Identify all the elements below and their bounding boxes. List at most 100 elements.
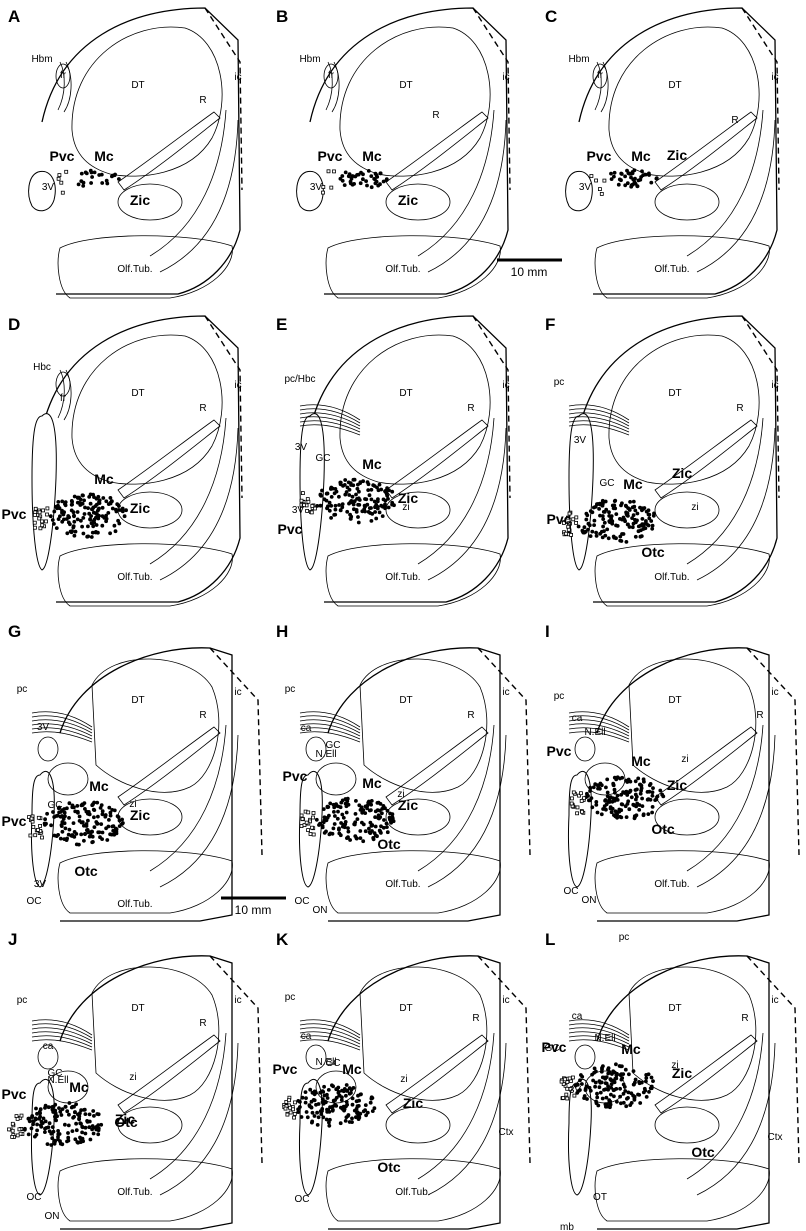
labelled-cell-dot [626, 523, 630, 527]
label-fr: fr [60, 393, 67, 404]
labelled-cell-dot [613, 499, 617, 503]
labelled-cell-dot [629, 780, 633, 784]
labelled-cell-dot [365, 503, 369, 507]
labelled-cell-dot [367, 169, 371, 173]
pvc-cell-marker [322, 186, 325, 189]
ca-region [38, 737, 58, 761]
labelled-cell-dot [635, 184, 639, 188]
labelled-cell-dot [85, 810, 89, 814]
labelled-cell-dot [371, 836, 375, 840]
label-pvc: Pvc [547, 743, 572, 759]
labelled-cell-dot [348, 513, 352, 517]
pvc-cell-marker [301, 818, 304, 821]
labelled-cell-dot [636, 512, 640, 516]
labelled-cell-dot [620, 776, 624, 780]
pvc-cell-marker [289, 1106, 292, 1109]
labelled-cell-dot [349, 481, 353, 485]
label-mc: Mc [69, 1079, 89, 1095]
labelled-cell-dot [86, 819, 90, 823]
labelled-cell-dot [379, 171, 383, 175]
pvc-cell-marker [294, 1101, 297, 1104]
zic-region [655, 1107, 719, 1143]
labelled-cell-dot [333, 822, 337, 826]
labelled-cell-dot [640, 169, 644, 173]
labelled-cell-dot [625, 1097, 629, 1101]
labelled-cell-dot [352, 182, 356, 186]
labelled-cell-dot [614, 1062, 618, 1066]
labelled-cell-dot [332, 827, 336, 831]
labelled-cell-dot [344, 802, 348, 806]
label-ca: ca [301, 723, 312, 734]
labelled-cell-dot [340, 813, 344, 817]
labelled-cell-dot [369, 821, 373, 825]
label-gc: GC [316, 453, 331, 464]
labelled-cell-dot [59, 815, 63, 819]
labelled-cell-dot [322, 1085, 326, 1089]
pvc-cell-marker [60, 181, 63, 184]
labelled-cell-dot [605, 528, 609, 532]
labelled-cell-dot [320, 489, 324, 493]
labelled-cell-dot [109, 814, 113, 818]
label-mc: Mc [362, 775, 382, 791]
label-top: pc [619, 932, 630, 943]
pvc-cell-marker [330, 186, 333, 189]
labelled-cell-dot [368, 506, 372, 510]
label-dt: DT [399, 695, 412, 706]
label-nell: N.Ell [315, 1057, 336, 1068]
label-v3b: 3V [34, 879, 47, 890]
labelled-cell-dot [357, 803, 361, 807]
pvc-cell-marker [293, 1116, 296, 1119]
labelled-cell-dot [51, 1110, 55, 1114]
labelled-cell-dot [588, 798, 592, 802]
labelled-cell-dot [114, 529, 118, 533]
pvc-cell-marker [565, 1093, 568, 1096]
labelled-cell-dot [649, 798, 653, 802]
labelled-cell-dot [651, 524, 655, 528]
labelled-cell-dot [389, 821, 393, 825]
ic-streak [418, 725, 494, 871]
labelled-cell-dot [39, 1107, 43, 1111]
labelled-cell-dot [629, 789, 633, 793]
cut-edge [205, 316, 242, 498]
labelled-cell-dot [592, 785, 596, 789]
labelled-cell-dot [643, 1087, 647, 1091]
labelled-cell-dot [333, 814, 337, 818]
labelled-cell-dot [73, 810, 77, 814]
labelled-cell-dot [124, 508, 128, 512]
labelled-cell-dot [650, 1085, 654, 1089]
labelled-cell-dot [374, 810, 378, 814]
labelled-cell-dot [79, 833, 83, 837]
ca-region [575, 1045, 595, 1069]
labelled-cell-dot [325, 492, 329, 496]
labelled-cell-dot [351, 495, 355, 499]
labelled-cell-dot [308, 1104, 312, 1108]
labelled-cell-dot [108, 531, 112, 535]
scale-bar-label: 10 mm [235, 903, 272, 917]
labelled-cell-dot [73, 830, 77, 834]
pvc-cell-marker [312, 833, 315, 836]
pvc-cell-marker [32, 825, 35, 828]
labelled-cell-dot [593, 519, 597, 523]
labelled-cell-dot [82, 839, 86, 843]
label-ctx: Ctx [499, 1127, 514, 1138]
labelled-cell-dot [651, 786, 655, 790]
label-v3: 3V [295, 442, 308, 453]
labelled-cell-dot [93, 518, 97, 522]
labelled-cell-dot [343, 478, 347, 482]
labelled-cell-dot [94, 530, 98, 534]
labelled-cell-dot [339, 1121, 343, 1125]
label-zic: Zic [130, 192, 150, 208]
labelled-cell-dot [55, 814, 59, 818]
labelled-cell-dot [644, 1076, 648, 1080]
labelled-cell-dot [370, 799, 374, 803]
labelled-cell-dot [595, 1096, 599, 1100]
label-top: pc [285, 992, 296, 1003]
labelled-cell-dot [354, 493, 358, 497]
labelled-cell-dot [35, 1123, 39, 1127]
labelled-cell-dot [386, 830, 390, 834]
labelled-cell-dot [370, 488, 374, 492]
labelled-cell-dot [326, 504, 330, 508]
labelled-cell-dot [110, 825, 114, 829]
labelled-cell-dot [64, 503, 68, 507]
